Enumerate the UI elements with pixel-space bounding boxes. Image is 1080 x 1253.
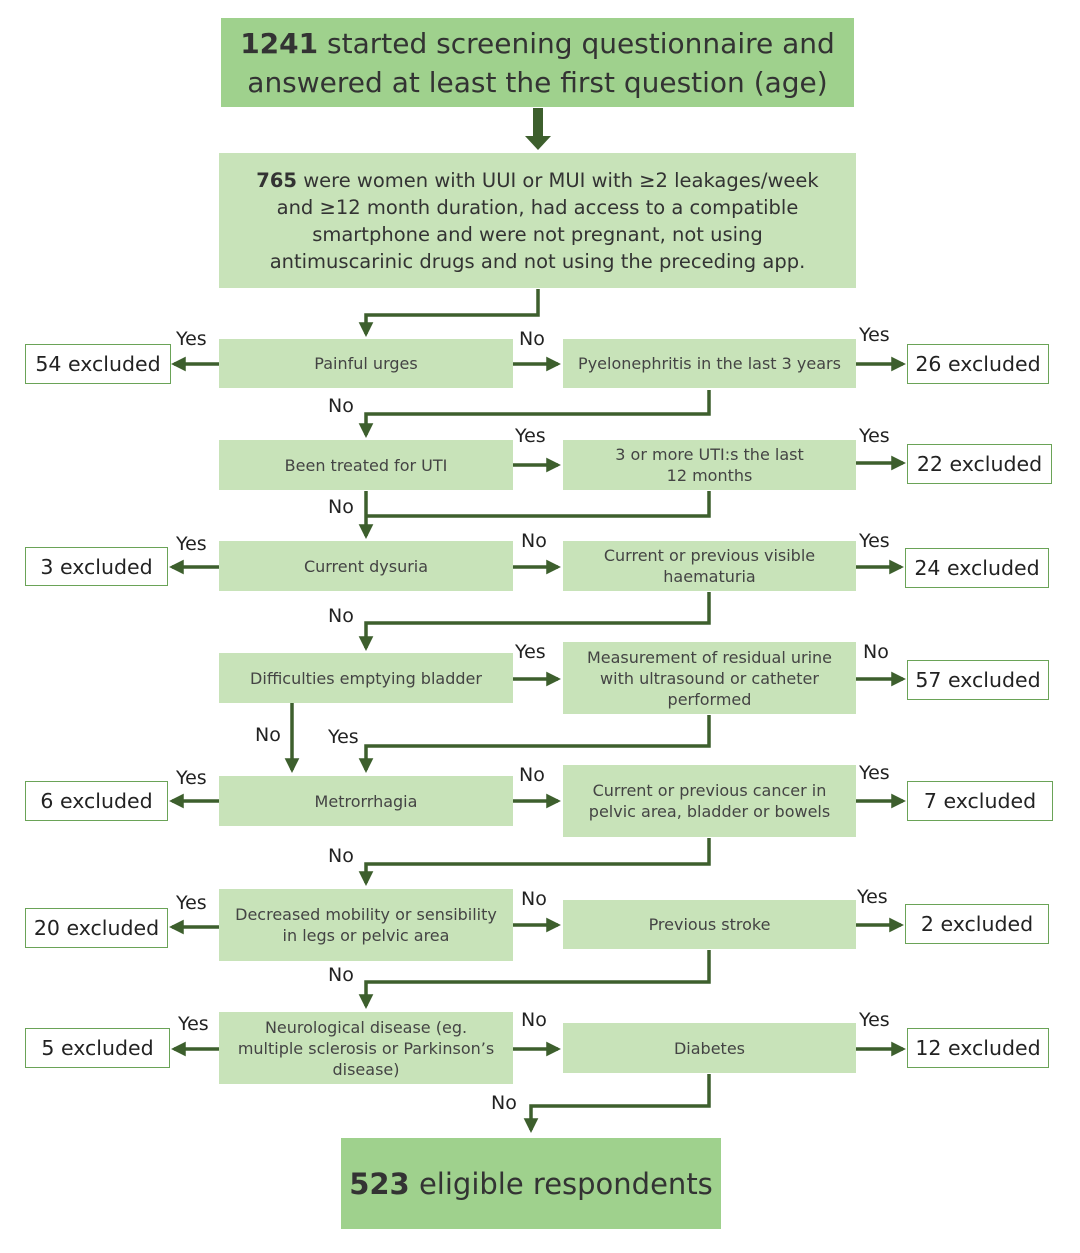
question-mobility: Decreased mobility or sensibility in leg… (219, 889, 513, 961)
excluded-7: 7 excluded (907, 781, 1053, 821)
label-emptying-no: No (255, 724, 281, 746)
excluded-57: 57 excluded (907, 660, 1049, 700)
label-haem-yes: Yes (859, 530, 890, 552)
excluded-5: 5 excluded (25, 1028, 170, 1068)
label-haem-no: No (328, 605, 354, 627)
label-emptying-yes: Yes (515, 641, 546, 663)
question-emptying-bladder: Difficulties emptying bladder (219, 653, 513, 703)
label-dysuria-no: No (521, 530, 547, 552)
final-text: eligible respondents (418, 1166, 713, 1201)
question-stroke: Previous stroke (563, 900, 856, 949)
label-metro-yes: Yes (176, 767, 207, 789)
start-line2: answered at least the first question (ag… (247, 65, 828, 99)
label-stroke-no: No (328, 964, 354, 986)
label-treated-yes: Yes (515, 425, 546, 447)
excluded-22: 22 excluded (907, 444, 1052, 484)
criteria-count: 765 (256, 168, 297, 192)
label-stroke-yes: Yes (857, 886, 888, 908)
label-pyelo-yes: Yes (859, 324, 890, 346)
question-painful-urges: Painful urges (219, 339, 513, 388)
label-painful-no: No (519, 328, 545, 350)
criteria-box: 765 were women with UUI or MUI with ≥2 l… (219, 153, 856, 288)
label-metro-no: No (519, 764, 545, 786)
final-count: 523 (349, 1166, 410, 1201)
question-residual-urine: Measurement of residual urine with ultra… (563, 642, 856, 714)
label-neuro-no: No (521, 1009, 547, 1031)
label-residual-no: No (863, 641, 889, 663)
arrow-diabetes-no (523, 1074, 711, 1133)
label-neuro-yes: Yes (178, 1013, 209, 1035)
criteria-line3: smartphone and were not pregnant, not us… (312, 222, 763, 246)
arrow-cancer-no (358, 838, 711, 886)
label-residual-yes: Yes (328, 726, 359, 748)
question-diabetes: Diabetes (563, 1023, 856, 1073)
label-painful-yes: Yes (176, 328, 207, 350)
start-count: 1241 (240, 26, 319, 60)
excluded-54: 54 excluded (25, 344, 171, 384)
start-box: 1241 started screening questionnaire and… (221, 18, 854, 107)
criteria-line4: antimuscarinic drugs and not using the p… (269, 249, 806, 273)
arrowhead-start (525, 136, 551, 150)
excluded-3: 3 excluded (25, 547, 168, 586)
question-dysuria: Current dysuria (219, 541, 513, 591)
label-treated-no: No (328, 496, 354, 518)
label-mobility-no: No (521, 888, 547, 910)
question-neurological: Neurological disease (eg. multiple scler… (219, 1012, 513, 1084)
label-diabetes-yes: Yes (859, 1009, 890, 1031)
question-haematuria: Current or previous visible haematuria (563, 541, 856, 591)
label-diabetes-no: No (491, 1092, 517, 1114)
arrow-criteria-to-painful (358, 289, 540, 337)
arrow-haem-no (358, 592, 711, 651)
label-cancer-yes: Yes (859, 762, 890, 784)
excluded-12: 12 excluded (907, 1028, 1049, 1068)
question-metrorrhagia: Metrorrhagia (219, 776, 513, 826)
excluded-26: 26 excluded (907, 344, 1049, 384)
arrow-pyelo-no (358, 390, 711, 438)
start-line1: started screening questionnaire and (327, 26, 835, 60)
arrow-residual-yes (358, 715, 711, 773)
label-uti12-yes: Yes (859, 425, 890, 447)
label-dysuria-yes: Yes (176, 533, 207, 555)
criteria-line1: were women with UUI or MUI with ≥2 leaka… (303, 168, 819, 192)
question-pyelonephritis: Pyelonephritis in the last 3 years (563, 339, 856, 388)
label-cancer-no: No (328, 845, 354, 867)
arrow-stroke-no (358, 950, 711, 1009)
excluded-2: 2 excluded (905, 904, 1049, 944)
label-pyelo-no: No (328, 395, 354, 417)
excluded-6: 6 excluded (25, 781, 168, 821)
criteria-line2: and ≥12 month duration, had access to a … (276, 195, 799, 219)
label-mobility-yes: Yes (176, 892, 207, 914)
arrow-uti12-no (366, 491, 711, 518)
question-treated-uti: Been treated for UTI (219, 440, 513, 490)
excluded-20: 20 excluded (25, 908, 168, 948)
question-uti-12-months: 3 or more UTI:s the last 12 months (563, 440, 856, 490)
question-cancer: Current or previous cancer in pelvic are… (563, 765, 856, 837)
final-box: 523 eligible respondents (341, 1138, 721, 1229)
excluded-24: 24 excluded (905, 548, 1049, 588)
